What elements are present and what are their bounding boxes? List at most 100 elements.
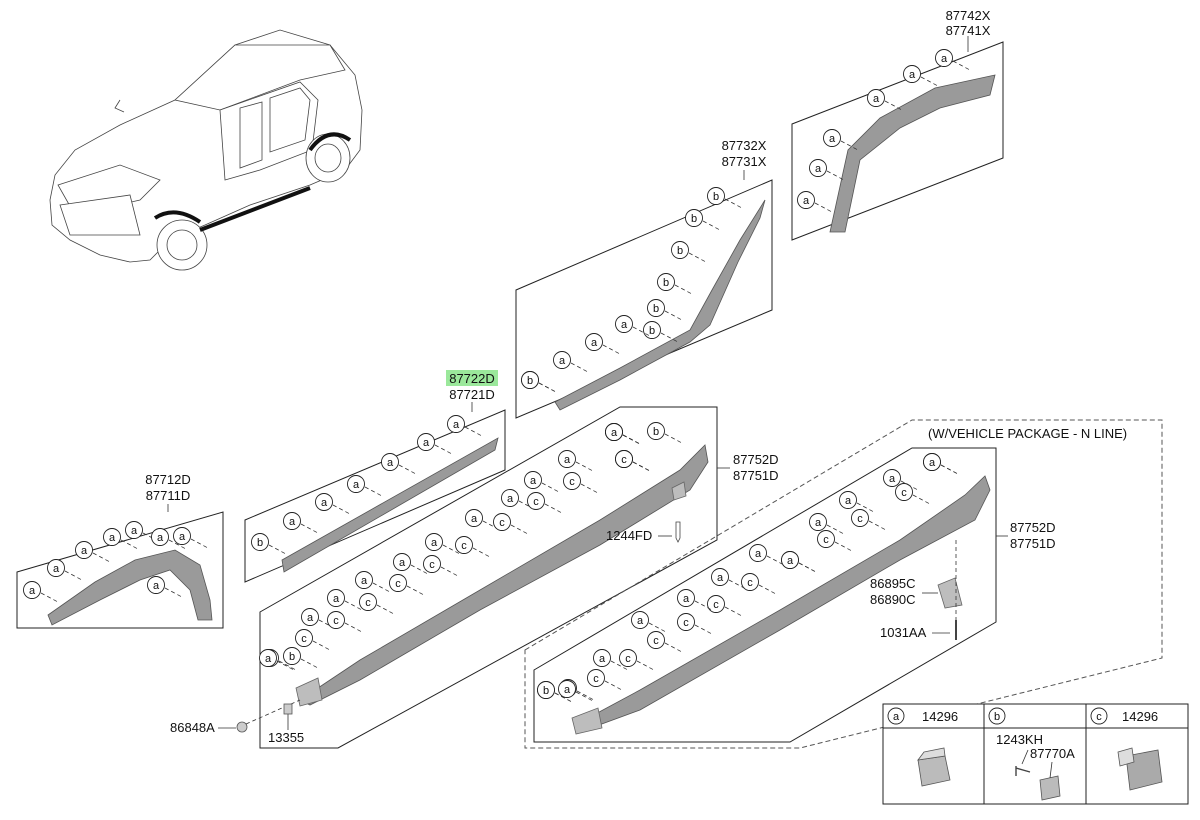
callout-leader-wheel_arch_front-2 [92,552,111,563]
callout-bubble-rear_arch_upper-0[interactable] [935,49,953,67]
label-87751D-std[interactable]: 87751D [733,468,779,483]
callout-bubble-side_sill-17[interactable] [524,471,542,489]
label-87712D[interactable]: 87712D [145,472,191,487]
callout-bubble-side_sill-12[interactable] [423,555,441,573]
callout-bubble-side_sill_nline-14[interactable] [677,589,695,607]
callout-bubble-side_sill-20[interactable] [563,472,581,490]
callout-bubble-side_sill_nline-12[interactable] [711,568,729,586]
label-86848A[interactable]: 86848A [170,720,215,735]
callout-bubble-side_sill_nline-6[interactable] [809,513,827,531]
label-87742X[interactable]: 87742X [946,8,991,23]
legend-b-part2[interactable]: 87770A [1030,746,1075,761]
callout-bubble-rear_arch_upper-4[interactable] [809,159,827,177]
callout-bubble-side_sill-26[interactable] [615,450,633,468]
callout-bubble-side_sill_nline-19[interactable] [587,669,605,687]
callout-bubble-side_sill_nline-24[interactable] [923,453,941,471]
callout-bubble-door_strip-2[interactable] [381,453,399,471]
callout-bubble-side_sill_nline-2[interactable] [883,469,901,487]
callout-bubble-wheel_arch_front-2[interactable] [75,541,93,559]
callout-bubble-rear_arch_lower-7[interactable] [585,333,603,351]
callout-bubble-side_sill_nline-10[interactable] [749,544,767,562]
callout-letter-rear_arch_lower-4: b [653,303,659,315]
callout-bubble-side_sill_nline-18[interactable] [593,649,611,667]
callout-bubble-wheel_arch_front-0[interactable] [23,581,41,599]
label-87752D-std[interactable]: 87752D [733,452,779,467]
callout-bubble-wheel_arch_front-3[interactable] [103,528,121,546]
callout-bubble-rear_arch_lower-1[interactable] [685,209,703,227]
callout-bubble-rear_arch_lower-6[interactable] [615,315,633,333]
callout-bubble-door_strip-1[interactable] [417,433,435,451]
callout-bubble-side_sill-16[interactable] [493,513,511,531]
callout-bubble-rear_arch_lower-3[interactable] [657,273,675,291]
label-87751D-nline[interactable]: 87751D [1010,536,1056,551]
label-87752D-nline[interactable]: 87752D [1010,520,1056,535]
callout-bubble-rear_arch_upper-2[interactable] [867,89,885,107]
callout-bubble-side_sill-1[interactable] [283,647,301,665]
callout-bubble-side_sill_nline-17[interactable] [619,649,637,667]
callout-bubble-door_strip-4[interactable] [315,493,333,511]
label-86890C[interactable]: 86890C [870,592,916,607]
callout-bubble-side_sill-7[interactable] [355,571,373,589]
callout-bubble-side_sill_nline-13[interactable] [677,613,695,631]
callout-bubble-side_sill_nline-5[interactable] [817,530,835,548]
callout-bubble-side_sill_nline-9[interactable] [741,573,759,591]
callout-bubble-side_sill-6[interactable] [327,611,345,629]
label-87731X[interactable]: 87731X [722,154,767,169]
label-87732X[interactable]: 87732X [722,138,767,153]
callout-bubble-rear_arch_lower-0[interactable] [707,187,725,205]
label-1244FD[interactable]: 1244FD [606,528,652,543]
callout-bubble-rear_arch_lower-2[interactable] [671,241,689,259]
callout-bubble-side_sill-8[interactable] [359,593,377,611]
callout-bubble-door_strip-0[interactable] [447,415,465,433]
callout-bubble-wheel_arch_front-1[interactable] [47,559,65,577]
callout-bubble-side_sill-27[interactable] [605,423,623,441]
callout-bubble-side_sill_nline-22[interactable] [558,680,576,698]
label-86895C[interactable]: 86895C [870,576,916,591]
callout-leader-side_sill_nline-16 [648,622,667,633]
callout-bubble-side_sill-14[interactable] [455,536,473,554]
label-1031AA[interactable]: 1031AA [880,625,927,640]
label-87711D[interactable]: 87711D [146,488,191,503]
callout-bubble-side_sill_nline-16[interactable] [631,611,649,629]
callout-bubble-side_sill-2[interactable] [259,649,277,667]
label-87721D[interactable]: 87721D [449,387,495,402]
callout-bubble-side_sill-18[interactable] [527,492,545,510]
callout-bubble-rear_arch_upper-5[interactable] [797,191,815,209]
callout-bubble-side_sill_nline-4[interactable] [839,491,857,509]
callout-bubble-side_sill-19[interactable] [558,450,576,468]
callout-bubble-side_sill-28[interactable] [647,422,665,440]
legend-c-part[interactable]: 14296 [1122,709,1158,724]
callout-bubble-rear_arch_lower-5[interactable] [643,321,661,339]
callout-bubble-rear_arch_upper-1[interactable] [903,65,921,83]
callout-bubble-rear_arch_lower-8[interactable] [553,351,571,369]
callout-bubble-side_sill_nline-15[interactable] [647,631,665,649]
callout-bubble-side_sill-15[interactable] [501,489,519,507]
callout-bubble-wheel_arch_front-6[interactable] [173,527,191,545]
callout-bubble-side_sill-9[interactable] [393,553,411,571]
label-87741X[interactable]: 87741X [946,23,991,38]
callout-bubble-door_strip-3[interactable] [347,475,365,493]
callout-bubble-wheel_arch_front-5[interactable] [151,528,169,546]
callout-bubble-side_sill-4[interactable] [295,629,313,647]
callout-bubble-wheel_arch_front-7[interactable] [147,576,165,594]
legend-b-part1[interactable]: 1243KH [996,732,1043,747]
callout-bubble-side_sill-10[interactable] [389,574,407,592]
label-87722D[interactable]: 87722D [449,371,495,386]
callout-bubble-side_sill-13[interactable] [465,509,483,527]
callout-bubble-rear_arch_upper-3[interactable] [823,129,841,147]
callout-bubble-side_sill-3[interactable] [301,608,319,626]
legend-a-part[interactable]: 14296 [922,709,958,724]
callout-bubble-rear_arch_lower-4[interactable] [647,299,665,317]
callout-bubble-side_sill_nline-8[interactable] [781,551,799,569]
callout-bubble-wheel_arch_front-4[interactable] [125,521,143,539]
callout-bubble-side_sill_nline-23[interactable] [537,681,555,699]
callout-bubble-side_sill_nline-11[interactable] [707,595,725,613]
callout-bubble-side_sill-5[interactable] [327,589,345,607]
callout-bubble-rear_arch_lower-10[interactable] [521,371,539,389]
label-13355[interactable]: 13355 [268,730,304,745]
callout-bubble-side_sill_nline-1[interactable] [895,483,913,501]
callout-bubble-door_strip-6[interactable] [251,533,269,551]
callout-bubble-side_sill_nline-3[interactable] [851,509,869,527]
callout-bubble-door_strip-5[interactable] [283,512,301,530]
callout-bubble-side_sill-11[interactable] [425,533,443,551]
